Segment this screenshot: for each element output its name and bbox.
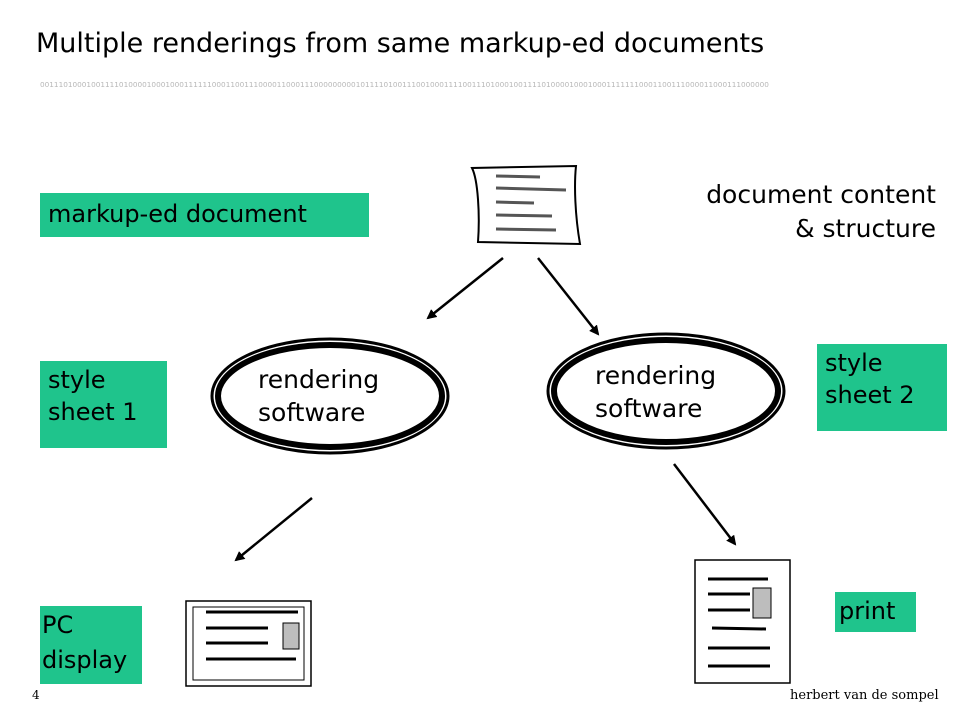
style-sheet-2-line2: sheet 2 (825, 381, 915, 410)
markup-document-label: markup-ed document (40, 193, 369, 237)
renderer-right-line2: software (595, 393, 703, 423)
renderer-right-label: rendering software (595, 360, 716, 425)
arrow-left-to-display (234, 497, 313, 562)
document-content-line1: document content (706, 180, 936, 209)
style-sheet-2-line1: style (825, 349, 883, 377)
renderer-left-line1: rendering (258, 365, 380, 394)
monitor-icon (185, 600, 312, 687)
style-sheet-1-label: style sheet 1 (40, 361, 167, 448)
arrow-right-to-print (673, 463, 737, 546)
renderer-right-oval (546, 332, 786, 450)
page-number: 4 (32, 688, 40, 702)
renderer-right-line1: rendering (595, 361, 717, 390)
document-icon (470, 164, 582, 246)
renderer-left-label: rendering software (258, 364, 379, 429)
style-sheet-1-line1: style (48, 366, 106, 394)
style-sheet-2-label: style sheet 2 (817, 344, 947, 431)
binary-strip: 0011101000100111101000010001000111111000… (40, 80, 769, 89)
arrow-doc-to-left (426, 257, 504, 320)
printed-page-icon (694, 559, 791, 684)
print-label: print (835, 592, 916, 632)
renderer-left-line2: software (258, 397, 366, 427)
pc-display-label: PC display (40, 606, 142, 684)
document-content-line2: & structure (795, 213, 936, 243)
author-credit: herbert van de sompel (790, 688, 939, 703)
style-sheet-1-line2: sheet 1 (48, 398, 138, 427)
arrow-doc-to-right (537, 257, 600, 336)
slide-title: Multiple renderings from same markup-ed … (36, 28, 765, 59)
markup-document-text: markup-ed document (48, 200, 307, 228)
print-text: print (839, 597, 896, 625)
document-content-label: document content & structure (640, 178, 936, 246)
renderer-left-oval (210, 337, 450, 455)
pc-display-line2: display (42, 645, 128, 674)
pc-display-line1: PC (42, 611, 74, 639)
